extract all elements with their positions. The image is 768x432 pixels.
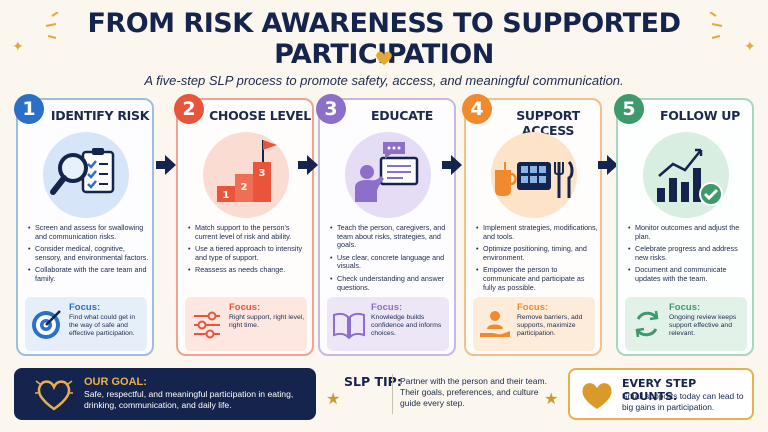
list-item: Consider medical, cognitive, sensory, an…: [28, 244, 150, 262]
tip-text: Partner with the person and their team. …: [400, 376, 547, 408]
list-item: Teach the person, caregivers, and team a…: [330, 223, 452, 250]
tip-label: SLP TIP:: [344, 374, 402, 389]
step-title: EDUCATE: [371, 108, 433, 123]
cycle-arrows-icon: [635, 310, 659, 338]
count-title: EVERY STEP COUNTS.: [622, 377, 697, 403]
list-item: Implement strategies, modifications, and…: [476, 223, 598, 241]
step-card-educate: 3 EDUCATE Teach the person, caregivers, …: [316, 94, 456, 356]
step-title: SUPPORT ACCESS: [516, 108, 580, 138]
star-icon: ★: [326, 391, 341, 408]
arrow-right-icon: [598, 155, 618, 175]
step-bullet-list: Match support to the person's current le…: [188, 223, 310, 279]
focus-box: Focus: Ongoing review keeps support effe…: [625, 297, 747, 351]
focus-text: Find what could get in the way of safe a…: [69, 314, 136, 338]
focus-box: Focus: Remove barriers, add supports, ma…: [473, 297, 595, 351]
open-book-icon: [333, 312, 365, 340]
list-item: Empower the person to communicate and pa…: [476, 266, 598, 292]
focus-text: Knowledge builds confidence and informs …: [371, 314, 442, 338]
presenter-icon: [345, 132, 431, 218]
list-item: Screen and assess for swallowing and com…: [28, 223, 150, 241]
every-step-counts-box: EVERY STEP COUNTS. Small supports today …: [568, 368, 754, 420]
arrow-right-icon: [298, 155, 318, 175]
focus-text: Remove barriers, add supports, maximize …: [517, 314, 583, 338]
list-item: Collaborate with the care team and famil…: [28, 266, 150, 283]
step-card-choose-level: 2 CHOOSE LEVEL 1 2 3 Match support to th…: [174, 94, 314, 356]
step-card-identify-risk: 1 IDENTIFY RISK Screen and assess for sw…: [14, 94, 154, 356]
step-number-badge: 2: [174, 94, 204, 124]
step-number-badge: 4: [462, 94, 492, 124]
step-title: FOLLOW UP: [659, 108, 741, 123]
heart-filled-icon: [582, 383, 612, 409]
cup-tablet-utensils-icon: [491, 132, 577, 218]
list-item: Optimize positioning, timing, and enviro…: [476, 244, 598, 262]
focus-text: Right support, right level, right time.: [229, 314, 305, 330]
svg-text:1: 1: [223, 190, 230, 201]
sparkle-rays-right-icon: [709, 12, 723, 39]
step-number-badge: 5: [614, 94, 644, 124]
step-title: CHOOSE LEVEL: [209, 108, 311, 123]
page-subtitle: A five-step SLP process to promote safet…: [144, 73, 624, 88]
focus-label: Focus:: [517, 302, 549, 313]
list-item: Monitor outcomes and adjust the plan.: [628, 223, 750, 241]
helping-hand-icon: [480, 311, 510, 337]
list-item: Reassess as needs change.: [188, 266, 310, 275]
sparkle-rays-left-icon: [45, 12, 59, 39]
list-item: Check understanding and answer questions…: [330, 274, 452, 292]
list-item: Use a tiered approach to intensity and t…: [188, 244, 310, 262]
goal-label: OUR GOAL:: [84, 376, 147, 388]
heart-outline-icon: [35, 380, 73, 411]
focus-box: Focus: Find what could get in the way of…: [25, 297, 147, 351]
focus-box: Focus: Right support, right level, right…: [185, 297, 307, 351]
focus-text: Ongoing review keeps support effective a…: [669, 314, 737, 338]
heart-icon: [376, 51, 392, 66]
step-title: IDENTIFY RISK: [50, 108, 150, 123]
magnifier-checklist-icon: [43, 132, 129, 218]
step-number-badge: 1: [14, 94, 44, 124]
goal-text: Safe, respectful, and meaningful partici…: [84, 389, 294, 410]
target-icon: [32, 310, 61, 339]
list-item: Celebrate progress and address new risks…: [628, 244, 750, 262]
list-item: Document and communicate updates with th…: [628, 266, 750, 283]
step-bullet-list: Teach the person, caregivers, and team a…: [330, 223, 452, 296]
chart-check-icon: [643, 132, 729, 218]
focus-label: Focus:: [69, 302, 101, 313]
step-bullet-list: Screen and assess for swallowing and com…: [28, 223, 150, 288]
sparkle-icon: ✦: [12, 38, 24, 54]
star-icon: ★: [544, 391, 559, 408]
arrow-right-icon: [442, 155, 462, 175]
arrow-right-icon: [156, 155, 176, 175]
focus-label: Focus:: [371, 302, 403, 313]
list-item: Use clear, concrete language and visuals…: [330, 253, 452, 271]
step-bullet-list: Implement strategies, modifications, and…: [476, 223, 598, 296]
goal-banner: OUR GOAL: Safe, respectful, and meaningf…: [14, 368, 316, 420]
step-card-follow-up: 5 FOLLOW UP Monitor outcomes and adjust …: [614, 94, 754, 356]
sparkle-icon: ✦: [744, 38, 756, 54]
stairs-flag-icon: 1 2 3: [203, 132, 289, 218]
list-item: Match support to the person's current le…: [188, 223, 310, 241]
sliders-icon: [194, 311, 220, 339]
divider: [392, 374, 393, 414]
svg-text:3: 3: [259, 168, 266, 179]
count-text: Small supports today can lead to big gai…: [622, 391, 744, 412]
step-bullet-list: Monitor outcomes and adjust the plan. Ce…: [628, 223, 750, 288]
focus-label: Focus:: [669, 302, 701, 313]
svg-text:2: 2: [241, 182, 248, 193]
focus-label: Focus:: [229, 302, 261, 313]
step-card-support-access: 4 SUPPORT ACCESS Implement strategies, m…: [462, 94, 602, 356]
focus-box: Focus: Knowledge builds confidence and i…: [327, 297, 449, 351]
step-number-badge: 3: [316, 94, 346, 124]
